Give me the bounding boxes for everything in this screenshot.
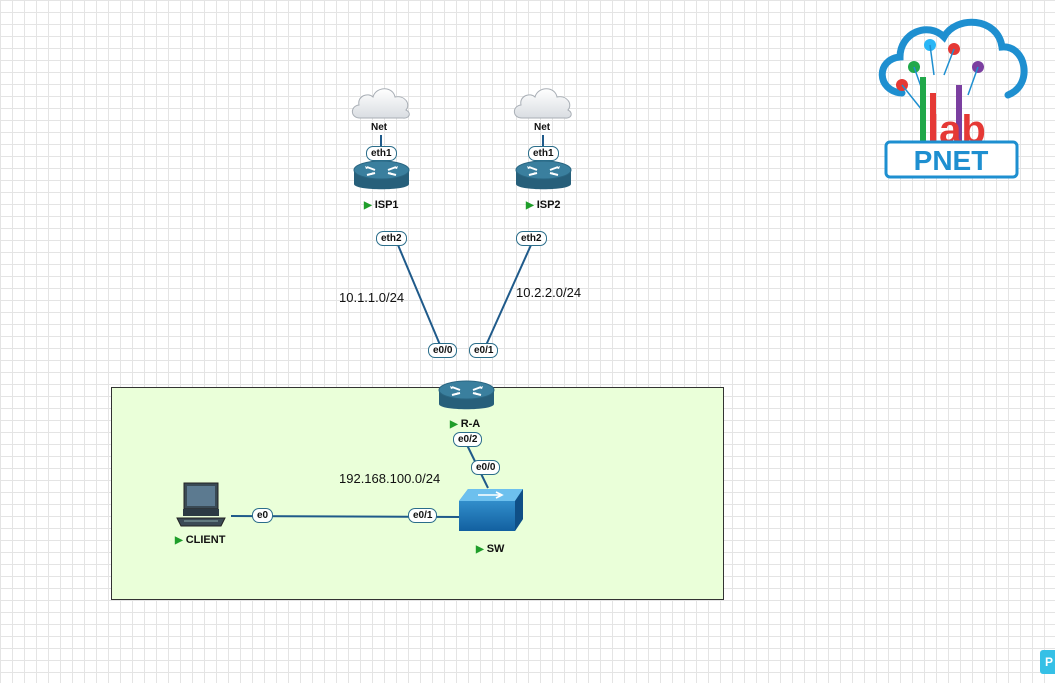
- node-label-isp1: ▶ISP1: [364, 199, 399, 211]
- port-ra-e01[interactable]: e0/1: [469, 343, 499, 358]
- cloud-icon[interactable]: [348, 82, 414, 122]
- port-isp2-eth2[interactable]: eth2: [516, 231, 547, 246]
- router-icon[interactable]: [438, 380, 495, 416]
- port-ra-e02[interactable]: e0/2: [453, 432, 483, 447]
- port-isp1-eth1[interactable]: eth1: [366, 146, 397, 161]
- link-isp2-ra[interactable]: [482, 244, 532, 353]
- cloud-label: Net: [371, 122, 388, 133]
- corner-button[interactable]: P: [1040, 650, 1055, 674]
- subnet-label-isp1: 10.1.1.0/24: [339, 290, 405, 305]
- port-sw-e01[interactable]: e0/1: [408, 508, 438, 523]
- running-indicator-icon: ▶: [364, 200, 372, 211]
- subnet-label-isp2: 10.2.2.0/24: [516, 285, 582, 300]
- node-label-isp2: ▶ISP2: [526, 199, 561, 211]
- router-icon[interactable]: [515, 160, 572, 196]
- logo-pnet-text: PNET: [914, 145, 989, 176]
- pnet-lab-logo: lab PNET: [878, 18, 1028, 179]
- port-sw-e00[interactable]: e0/0: [471, 460, 501, 475]
- running-indicator-icon: ▶: [476, 544, 484, 555]
- link-isp1-ra[interactable]: [397, 244, 444, 353]
- running-indicator-icon: ▶: [175, 535, 183, 546]
- node-label-sw: ▶SW: [476, 543, 505, 555]
- cloud-label: Net: [534, 122, 551, 133]
- pc-icon[interactable]: [175, 482, 227, 528]
- switch-icon[interactable]: [458, 487, 524, 533]
- subnet-label-lan: 192.168.100.0/24: [339, 471, 441, 486]
- node-label-client: ▶CLIENT: [175, 534, 226, 546]
- cloud-icon[interactable]: [510, 82, 576, 122]
- port-ra-e00[interactable]: e0/0: [428, 343, 458, 358]
- port-client-e0[interactable]: e0: [252, 508, 274, 523]
- router-icon[interactable]: [353, 160, 410, 196]
- node-label-ra: ▶R-A: [450, 418, 481, 430]
- port-isp1-eth2[interactable]: eth2: [376, 231, 407, 246]
- port-isp2-eth1[interactable]: eth1: [528, 146, 559, 161]
- running-indicator-icon: ▶: [526, 200, 534, 211]
- running-indicator-icon: ▶: [450, 419, 458, 430]
